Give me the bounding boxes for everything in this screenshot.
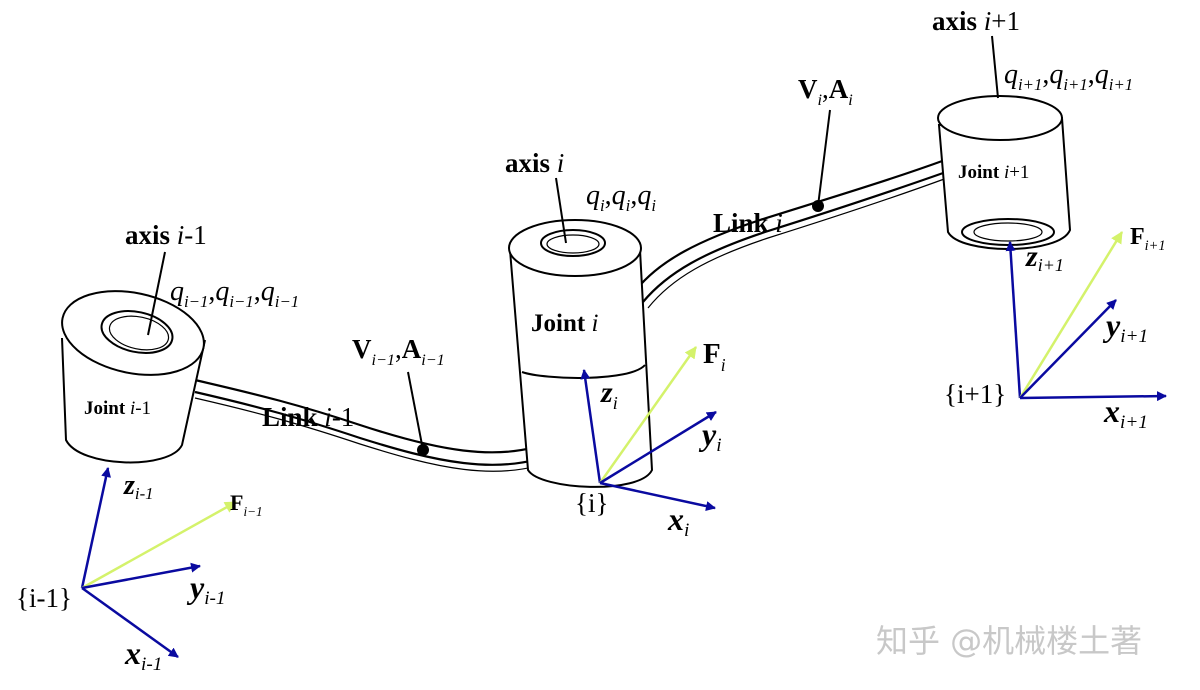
frame-i-1-z-label: zi-1 (123, 470, 154, 503)
frame-i-1-arrows (80, 467, 237, 659)
frame-i-1-y-label: yi-1 (186, 569, 226, 609)
frame-i-F-label: Fi (703, 338, 726, 375)
frame-i-plus-1-arrows (1005, 231, 1167, 402)
frame-i-z-label: zi (600, 376, 618, 413)
axis-i-1-leader (147, 251, 166, 336)
frame-i-plus-1-F-label: Fi+1 (1130, 224, 1166, 254)
frame-i-plus-1-y-label: yi+1 (1102, 307, 1148, 347)
va-i-1-label: Vi−1,Ai−1 (352, 334, 445, 369)
frame-i-1-x-label: xi-1 (124, 635, 162, 675)
axis-i-label: axis i (505, 148, 564, 178)
joint-i-cylinder (508, 219, 654, 488)
link-i-1-label: Link i-1 (262, 402, 354, 432)
joint-i-label: Joint i (531, 310, 598, 337)
watermark-text: 知乎 @机械楼土著 (876, 622, 1142, 660)
frame-i-arrows (580, 346, 717, 511)
frame-i-plus-1-x-label: xi+1 (1103, 393, 1148, 433)
joint-i-1-cylinder (61, 290, 206, 464)
q-i-1-label: qi−1,qi−1,qi−1 (170, 276, 299, 311)
frame-i-x-label: xi (667, 501, 689, 541)
axis-i-leader (555, 177, 567, 244)
frame-i-name: {i} (575, 488, 608, 518)
link-i-label: Link i (713, 208, 783, 238)
frame-i-y-label: yi (698, 416, 722, 456)
link-i-1-com-leader (407, 371, 424, 451)
axis-i-1-label: axis i-1 (125, 220, 207, 250)
joint-i-plus-1-label: Joint i+1 (958, 162, 1029, 183)
link-i-com-leader (817, 109, 831, 207)
frame-i-plus-1-z-label: zi+1 (1025, 240, 1064, 275)
frame-i-1-name: {i-1} (16, 583, 72, 613)
va-i-label: Vi,Ai (798, 74, 853, 109)
frame-i-1-F-label: Fi−1 (230, 490, 263, 519)
axis-i-plus-1-label: axis i+1 (932, 6, 1020, 36)
link-i-tube (635, 158, 948, 309)
joint-i-1-plus-cylinder (937, 95, 1072, 250)
q-i-plus-1-label: qi+1,qi+1,qi+1 (1004, 59, 1133, 94)
axis-i-plus-1-leader (991, 35, 999, 99)
q-i-label: qi,qi,qi (586, 180, 656, 215)
frame-i-plus-1-name: {i+1} (944, 379, 1006, 409)
joint-i-1-label: Joint i-1 (84, 398, 151, 419)
